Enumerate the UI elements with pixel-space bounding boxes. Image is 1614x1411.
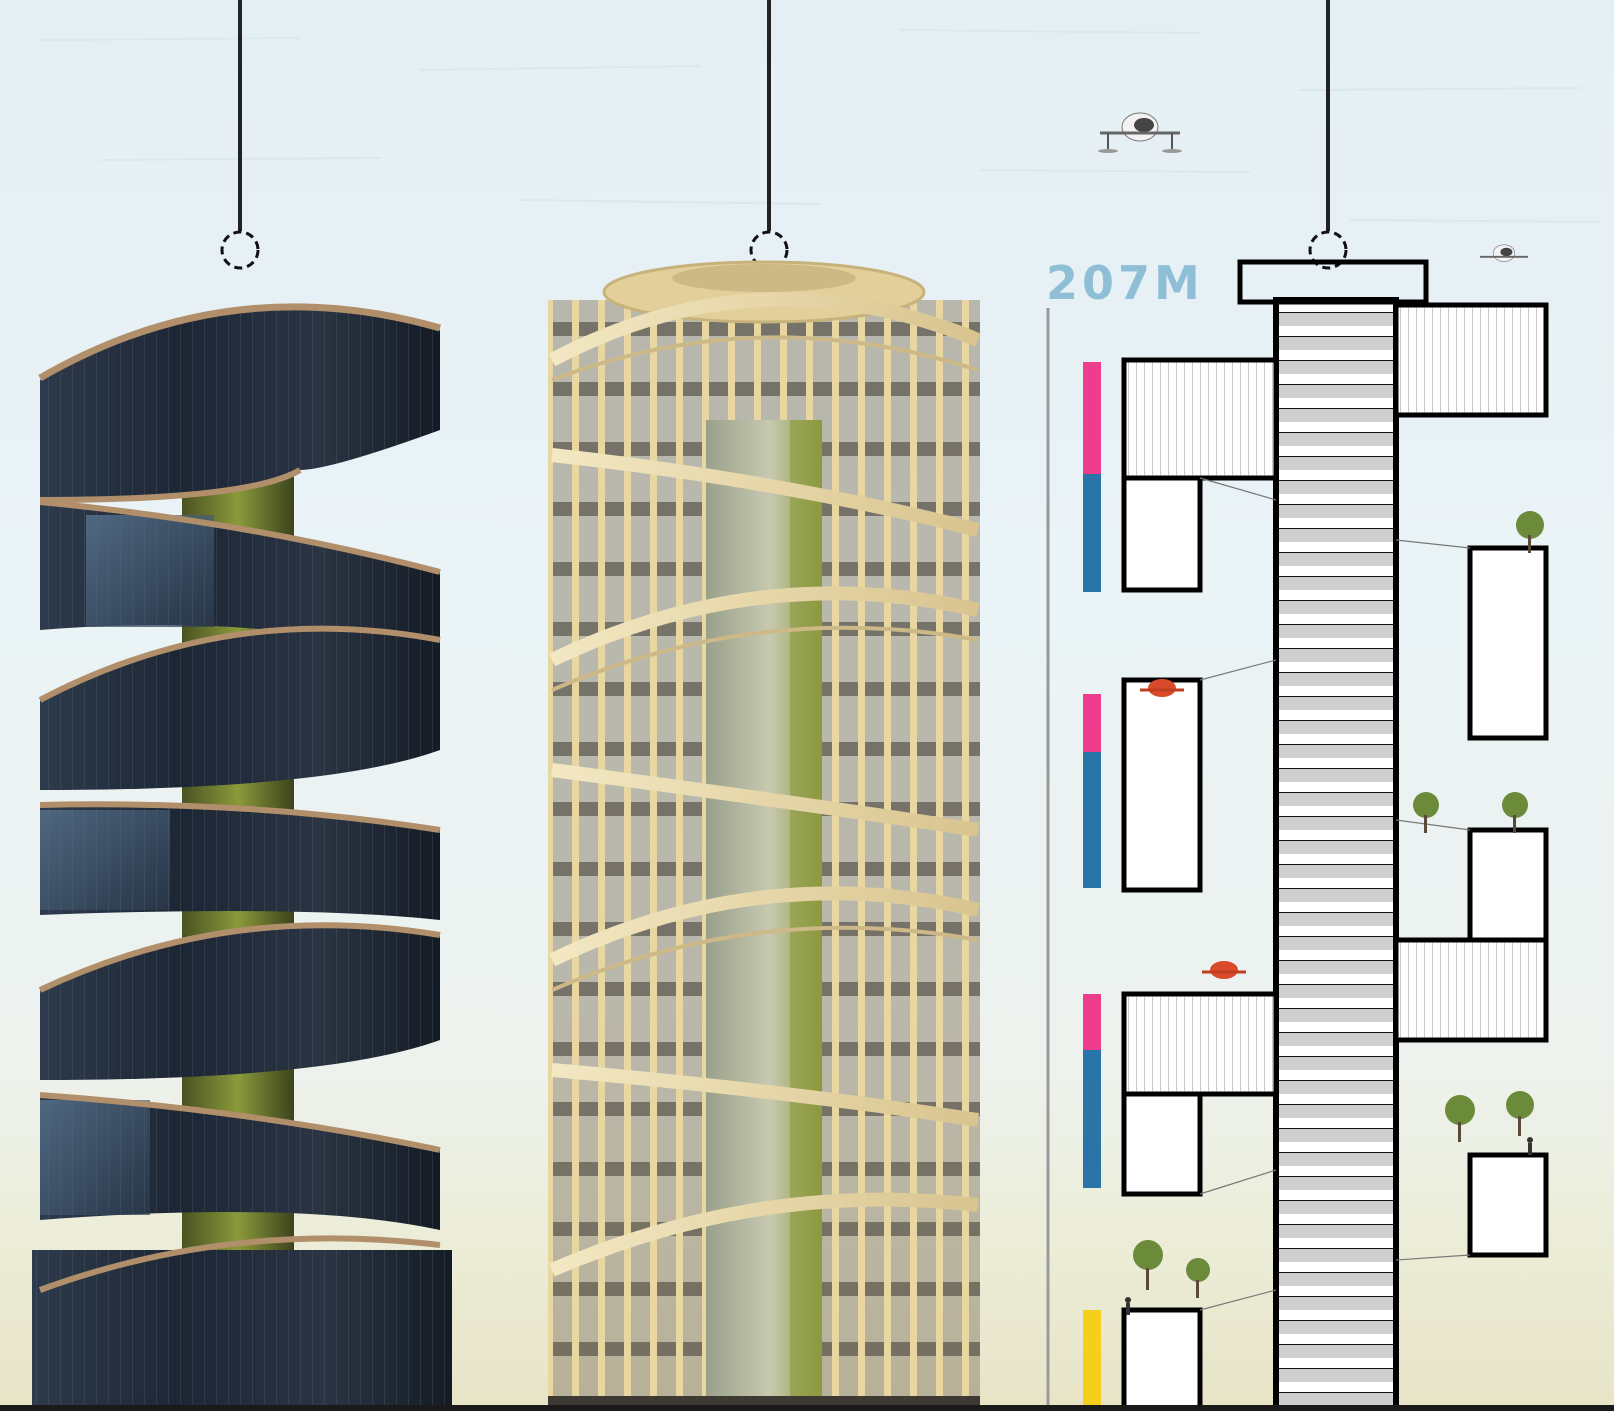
- tree-icon: [1502, 792, 1528, 833]
- person-icon: [1125, 1297, 1131, 1315]
- drone-icon: [1202, 961, 1246, 979]
- tree-icon: [1506, 1091, 1534, 1136]
- marker-icon: [749, 0, 789, 270]
- drone-icon: [1480, 244, 1529, 262]
- tower-timber-structure: [548, 260, 981, 1411]
- person-icon: [1527, 1137, 1533, 1155]
- tower-section-drawing: [1121, 259, 1549, 1411]
- marker-icon: [1308, 0, 1348, 270]
- tree-icon: [1186, 1258, 1210, 1298]
- tree-icon: [1413, 792, 1439, 833]
- sky-texture: [39, 29, 1601, 223]
- elevation-bar: [1083, 362, 1101, 1411]
- tower-glass-facade: [32, 303, 452, 1411]
- tree-icon: [1516, 511, 1544, 553]
- height-label: 207M: [1046, 256, 1204, 310]
- tree-icon: [1445, 1095, 1475, 1142]
- marker-icon: [220, 0, 260, 270]
- drone-icon: [1140, 679, 1184, 697]
- drone-icon: [1098, 112, 1182, 153]
- tree-icon: [1133, 1240, 1163, 1290]
